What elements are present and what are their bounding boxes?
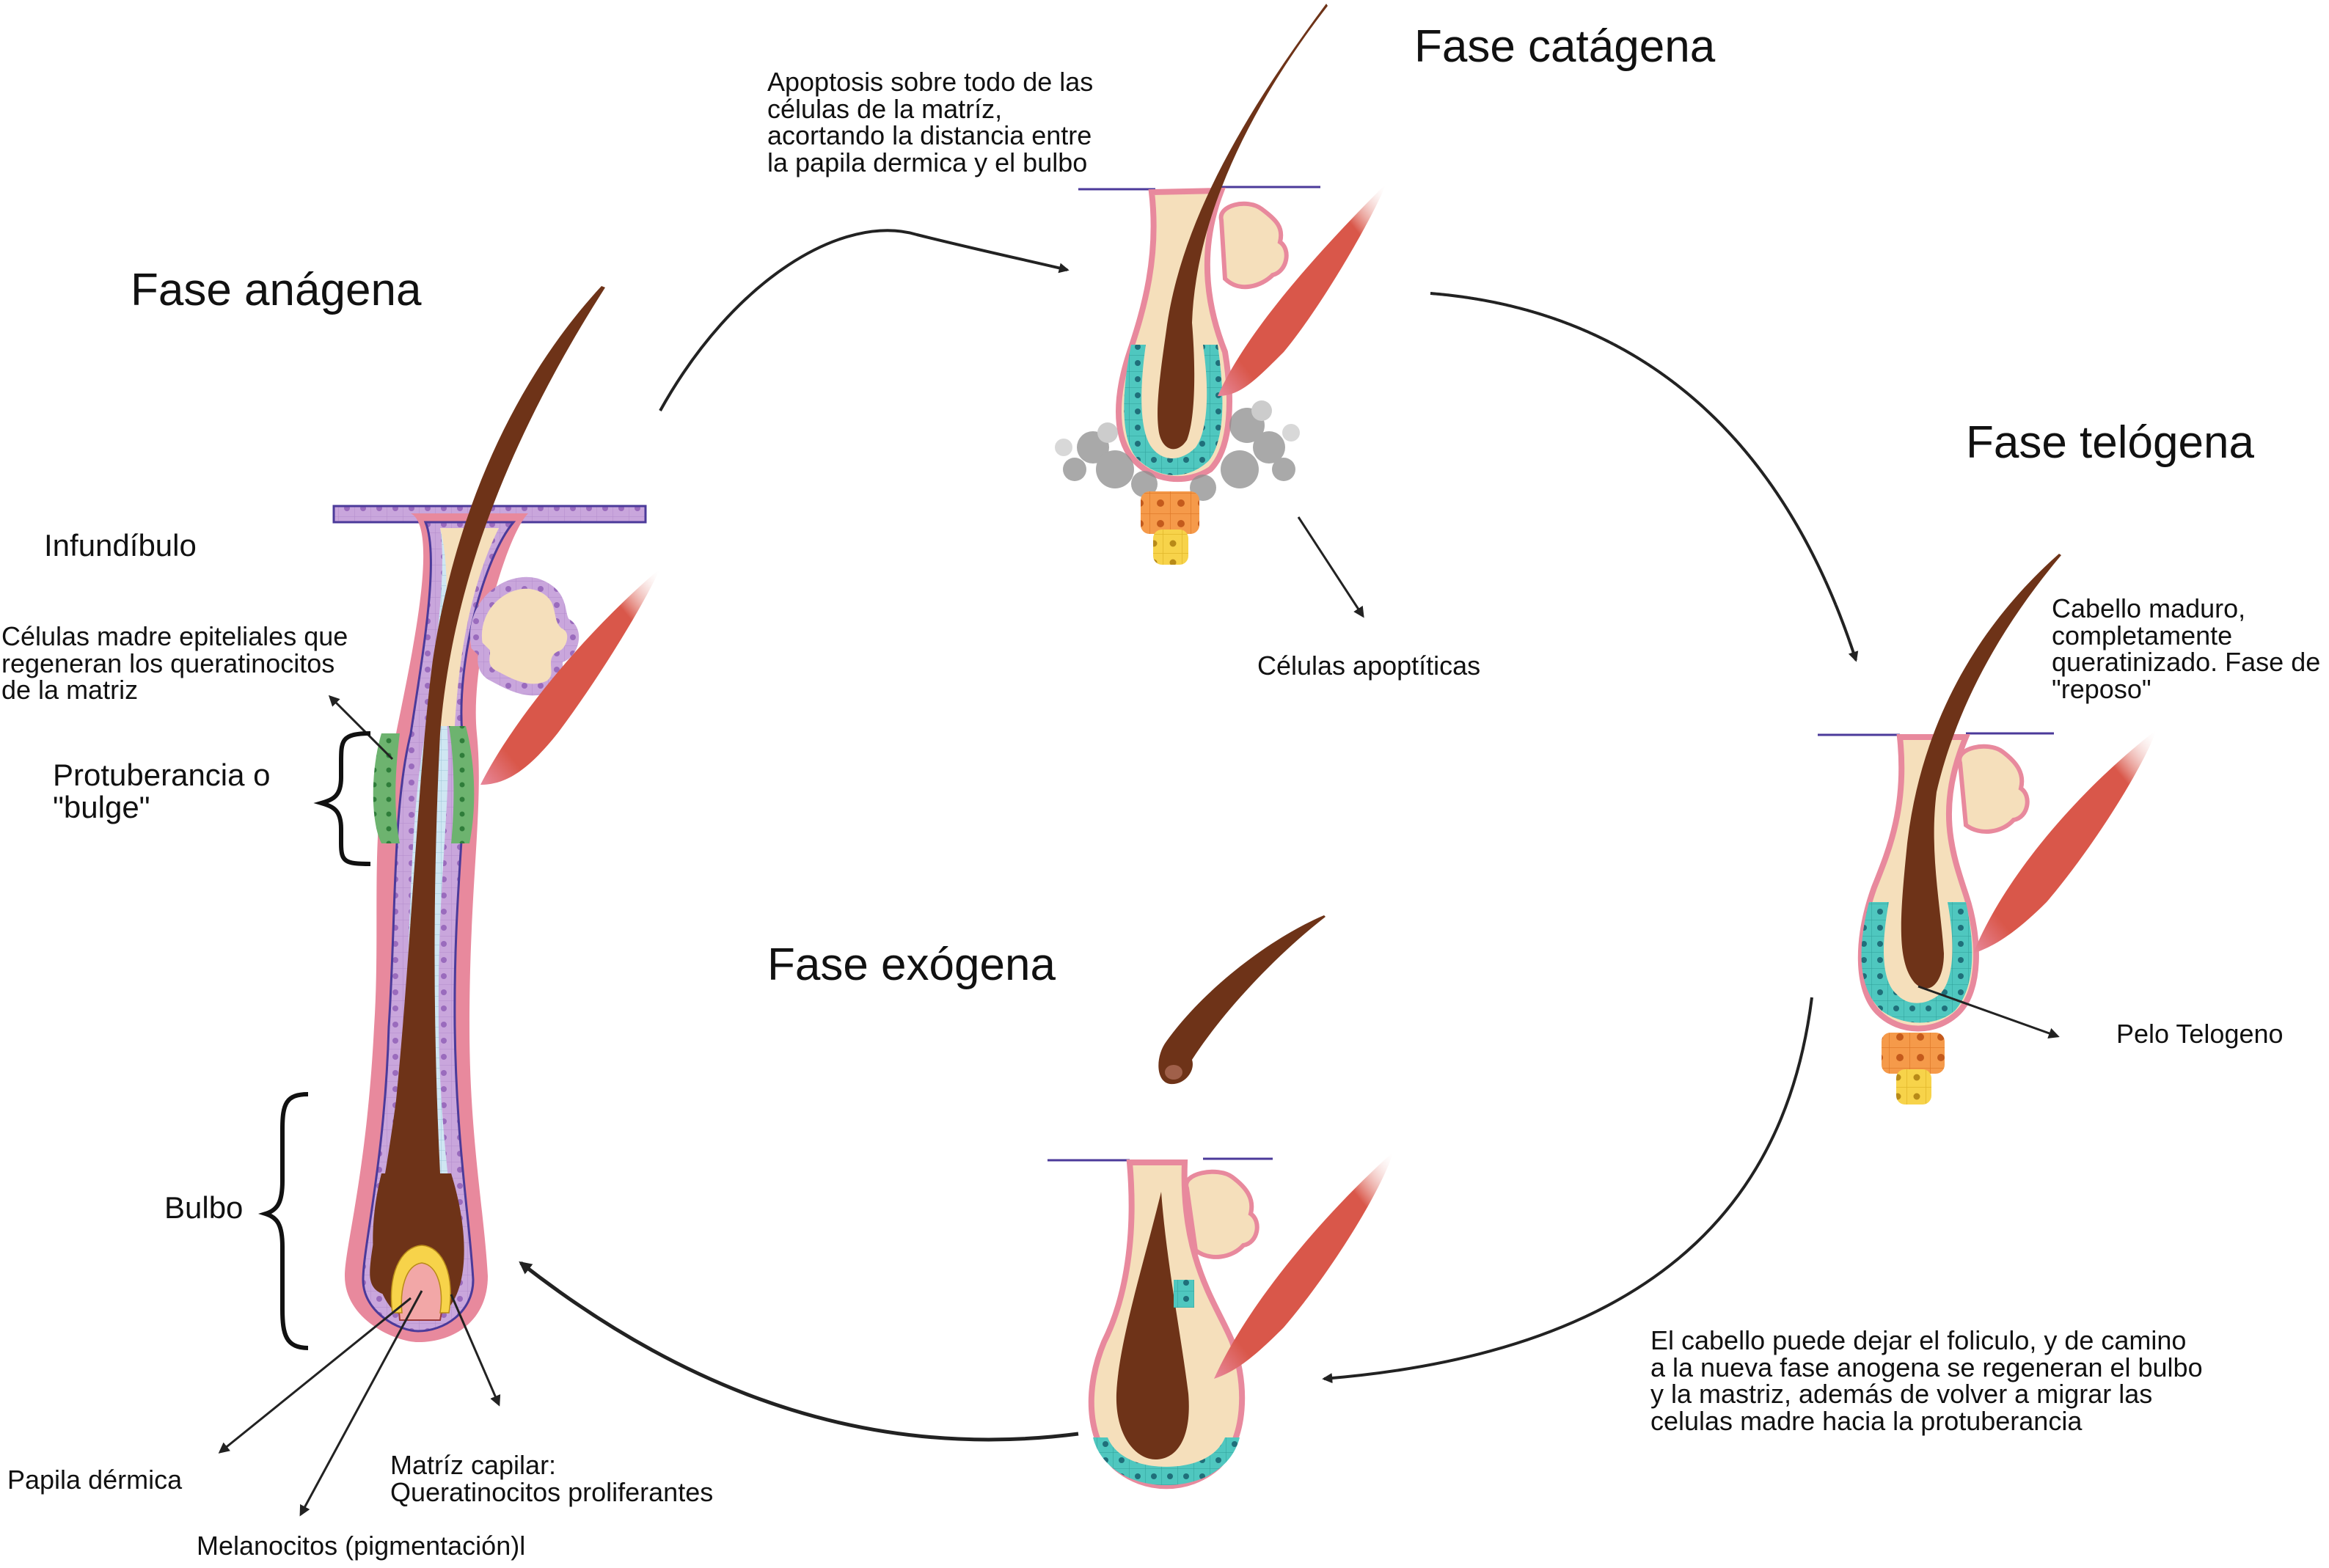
label-exogen-description: El cabello puede dejar el foliculo, y de… <box>1650 1325 2203 1437</box>
exogen-follicle <box>1047 915 1394 1490</box>
catagen-dermal-papilla-yellow <box>1153 530 1188 565</box>
title-telogen: Fase telógena <box>1966 417 2254 468</box>
brace-bulbo <box>257 1092 309 1350</box>
label-infundibulo: Infundíbulo <box>44 528 197 563</box>
exogen-shed-hair <box>1158 915 1326 1085</box>
anagen-sebaceous-gland <box>469 576 579 696</box>
exogen-migrating-cells <box>1174 1280 1194 1308</box>
label-bulbo: Bulbo <box>164 1190 244 1225</box>
exogen-club-hair <box>1116 1192 1189 1459</box>
anagen-bulge-left <box>373 733 400 843</box>
telogen-cells-layer <box>1861 902 1972 1023</box>
pointer-melanocitos <box>299 1290 423 1517</box>
anagen-hair-shaft <box>370 286 605 1296</box>
catagen-apoptotic-cells <box>1055 400 1300 501</box>
catagen-hair-shaft <box>1158 4 1328 450</box>
catagen-follicle <box>1055 4 1386 565</box>
arrow-telogen-to-exogen <box>1322 997 1813 1384</box>
label-matriz: Matríz capilar: Queratinocitos prolifera… <box>390 1450 714 1507</box>
telogen-dermal-papilla-orange <box>1882 1033 1945 1074</box>
telogen-hair-shaft <box>1901 554 2061 989</box>
catagen-cells-layer <box>1124 345 1223 475</box>
pointer-pelo-telogeno <box>1917 985 2060 1039</box>
catagen-arrector-muscle <box>1218 183 1386 396</box>
pointer-matriz <box>450 1294 501 1407</box>
telogen-dermal-papilla-yellow <box>1896 1069 1931 1104</box>
anagen-bulge-right <box>449 726 475 843</box>
label-pelo-telogeno: Pelo Telogeno <box>2116 1019 2284 1049</box>
telogen-arrector-muscle <box>1973 730 2157 953</box>
title-anagen: Fase anágena <box>131 265 422 315</box>
pointer-papila <box>218 1297 412 1454</box>
title-exogen: Fase exógena <box>767 939 1056 990</box>
label-telogen-description: Cabello maduro, completamente queratiniz… <box>2052 593 2321 705</box>
exogen-sebaceous-gland <box>1184 1169 1259 1259</box>
pointer-stem-cells <box>328 695 394 761</box>
exogen-arrector-muscle <box>1214 1151 1394 1379</box>
arrow-catagen-to-telogen <box>1430 292 1859 662</box>
catagen-dermal-papilla-orange <box>1141 491 1199 534</box>
label-melanocitos: Melanocitos (pigmentación)l <box>197 1531 526 1561</box>
arrow-exogen-to-anagen <box>519 1261 1079 1442</box>
catagen-sebaceous-gland <box>1218 201 1289 290</box>
label-apoptotic-cells: Células apoptíticas <box>1257 651 1481 681</box>
telogen-follicle <box>1818 554 2157 1104</box>
label-catagen-description: Apoptosis sobre todo de las células de l… <box>767 67 1094 178</box>
label-stem-cells: Células madre epiteliales que regeneran … <box>1 621 348 706</box>
arrow-anagen-to-catagen <box>659 229 1070 411</box>
brace-bulge <box>313 731 371 866</box>
anagen-arrector-muscle <box>480 568 660 785</box>
telogen-sebaceous-gland <box>1957 744 2030 834</box>
label-bulge: Protuberancia o "bulge" <box>53 758 271 825</box>
exogen-cells-layer <box>1093 1437 1240 1485</box>
anagen-follicle <box>332 286 660 1342</box>
label-papila: Papila dérmica <box>7 1465 183 1495</box>
pointer-apoptotic <box>1297 516 1364 618</box>
anagen-matrix-yellow <box>390 1245 451 1314</box>
title-catagen: Fase catágena <box>1414 21 1716 72</box>
